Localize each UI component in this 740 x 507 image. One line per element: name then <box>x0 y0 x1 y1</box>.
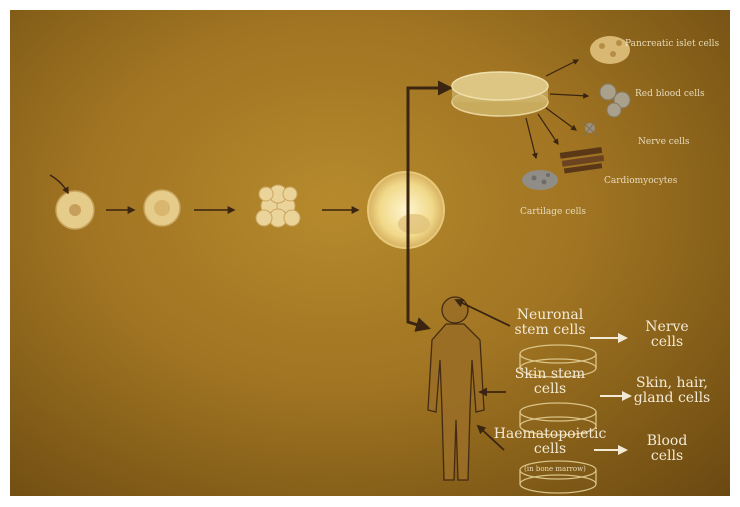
nerve-cells-icon <box>582 120 598 136</box>
label-skin-stem-cells: Skin stem cells <box>500 367 600 396</box>
label-in-bone-marrow: (in bone marrow) <box>510 466 600 473</box>
diagram-graphics <box>10 10 730 496</box>
cartilage-cells-icon <box>522 170 558 190</box>
label-cartilage-cells: Cartilage cells <box>520 208 586 217</box>
label-cardiomyocytes: Cardiomyocytes <box>604 177 677 186</box>
label-neuronal-stem-cells: Neuronal stem cells <box>500 308 600 337</box>
label-red-blood-cells: Red blood cells <box>635 90 705 99</box>
human-figure-icon <box>428 297 484 480</box>
label-pancreatic-islet-cells: Pancreatic islet cells <box>625 40 719 49</box>
petri-dish-icon <box>452 72 548 116</box>
blastocyst-icon <box>368 172 444 248</box>
cardiomyocytes-icon <box>560 147 604 174</box>
label-result-skin-hair-gland: Skin, hair, gland cells <box>632 376 712 405</box>
red-blood-cells-icon <box>600 84 630 117</box>
label-result-blood-cells: Blood cells <box>632 434 702 463</box>
two-cell-icon <box>144 190 180 226</box>
morula-icon <box>256 185 300 227</box>
label-haematopoietic-cells: Haematopoietic cells <box>490 427 610 456</box>
zygote-icon <box>50 175 94 229</box>
stem-cell-diagram: Pancreatic islet cells Red blood cells N… <box>10 10 730 496</box>
pancreatic-cells-icon <box>590 36 630 64</box>
label-nerve-cells: Nerve cells <box>638 138 690 147</box>
label-result-nerve-cells: Nerve cells <box>632 320 702 349</box>
